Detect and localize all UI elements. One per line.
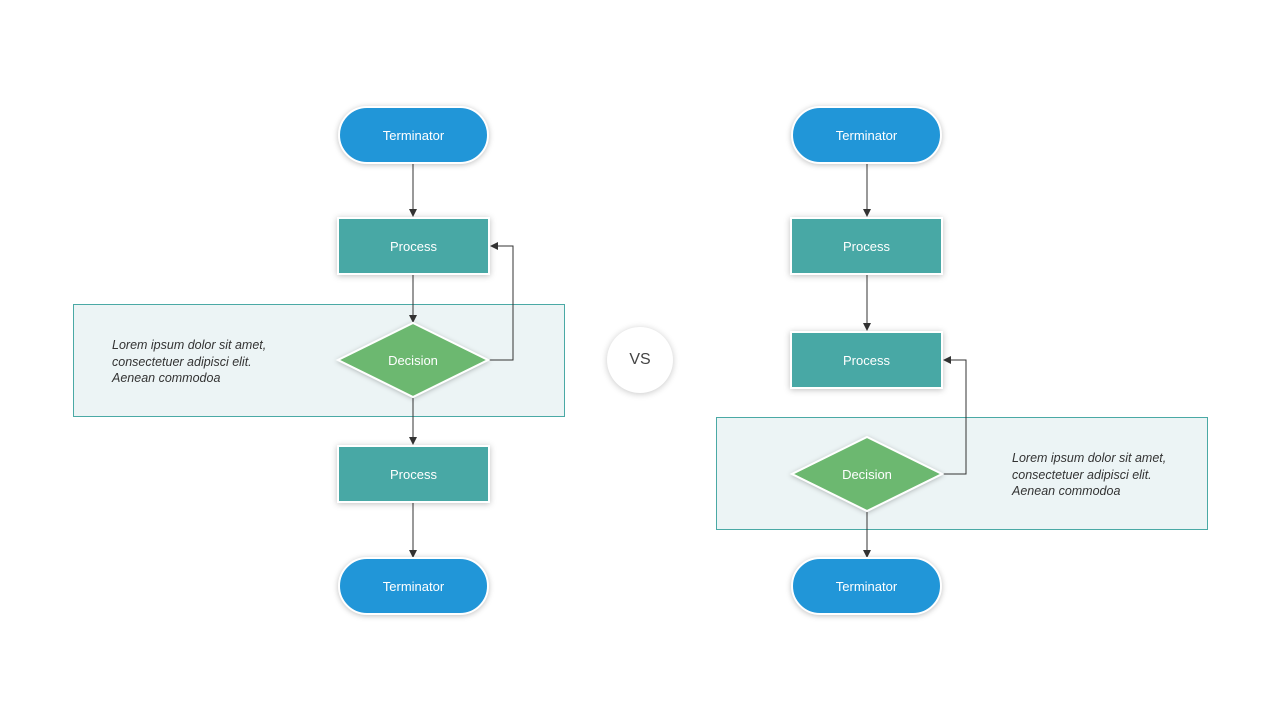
right-process-1[interactable]: Process (790, 217, 943, 275)
left-terminator-end[interactable]: Terminator (338, 557, 489, 615)
right-note-line-1: Lorem ipsum dolor sit amet, (1012, 451, 1167, 465)
left-decision-diamond[interactable] (335, 321, 491, 399)
left-terminator-start[interactable]: Terminator (338, 106, 489, 164)
left-process-2-label: Process (390, 466, 437, 482)
left-terminator-end-label: Terminator (382, 578, 445, 594)
left-process-1[interactable]: Process (337, 217, 490, 275)
vs-label: VS (629, 351, 651, 368)
right-terminator-start[interactable]: Terminator (791, 106, 942, 164)
right-note-text: Lorem ipsum dolor sit amet, consectetuer… (1012, 450, 1166, 500)
left-note-line-3: Aenean commodoa (112, 371, 221, 385)
left-terminator-start-label: Terminator (382, 127, 445, 143)
left-loop-back-connector (488, 242, 514, 361)
left-note-text: Lorem ipsum dolor sit amet, consectetuer… (112, 337, 266, 387)
left-note-line-2: consectetuer adipisci elit. (112, 354, 252, 369)
left-decision-label: Decision (388, 352, 438, 368)
vs-badge: VS (607, 327, 673, 393)
right-decision-label: Decision (842, 466, 892, 482)
right-note-line-3: Aenean commodoa (1012, 484, 1121, 498)
right-loop-back-connector (941, 356, 967, 475)
left-note-line-1: Lorem ipsum dolor sit amet, (112, 338, 267, 352)
right-terminator-end-label: Terminator (835, 578, 898, 594)
right-decision-diamond[interactable] (789, 435, 945, 513)
right-process-1-label: Process (843, 238, 890, 254)
right-process-2[interactable]: Process (790, 331, 943, 389)
right-terminator-start-label: Terminator (835, 127, 898, 143)
right-terminator-end[interactable]: Terminator (791, 557, 942, 615)
left-process-1-label: Process (390, 238, 437, 254)
left-process-2[interactable]: Process (337, 445, 490, 503)
right-process-2-label: Process (843, 352, 890, 368)
right-note-line-2: consectetuer adipisci elit. (1012, 467, 1152, 482)
